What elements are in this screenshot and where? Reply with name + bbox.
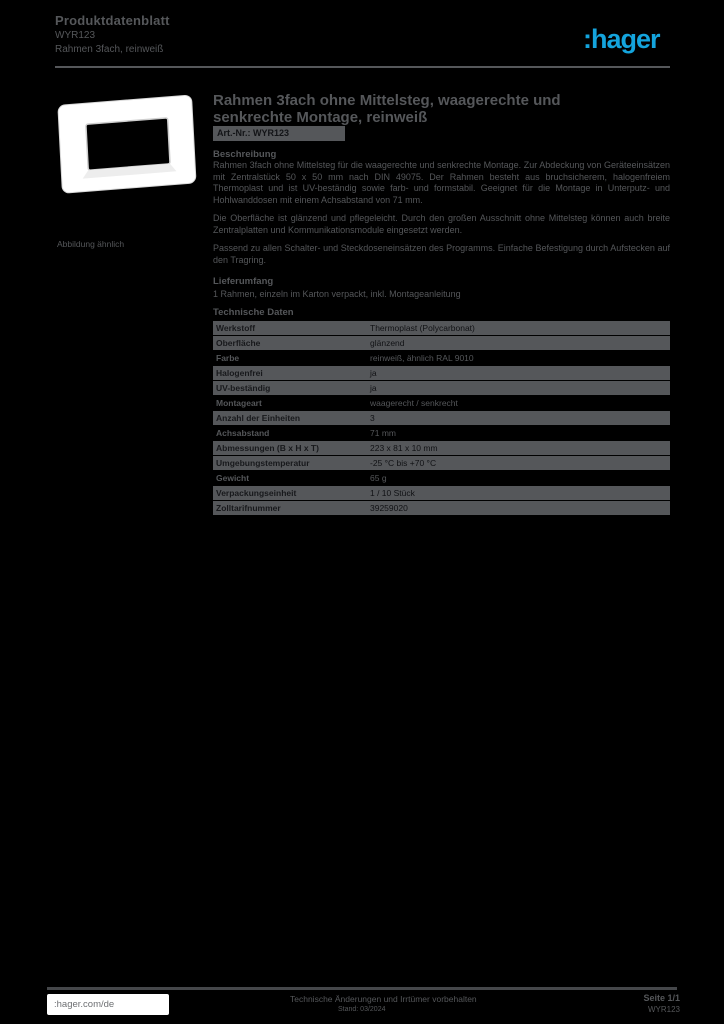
table-row: Halogenfrei ja [213,366,670,380]
description-paragraph: Rahmen 3fach ohne Mittelsteg für die waa… [213,160,670,205]
table-row-key: Farbe [216,353,240,363]
table-row: Farbe reinweiß, ähnlich RAL 9010 [213,351,670,365]
table-row-key: Werkstoff [216,323,256,333]
table-row-value: waagerecht / senkrecht [370,398,458,408]
table-row-key: Zolltarifnummer [216,503,281,513]
table-row-key: Gewicht [216,473,250,483]
article-number-chip: Art.-Nr.: WYR123 [213,126,345,141]
table-row-value: 39259020 [370,503,408,513]
footer-website-link[interactable]: :hager.com/de [47,994,169,1015]
footer-page-block: Seite 1/1 WYR123 [618,992,680,1015]
table-row: Oberfläche glänzend [213,336,670,350]
table-row: Werkstoff Thermoplast (Polycarbonat) [213,321,670,335]
table-row-value: 1 / 10 Stück [370,488,415,498]
description-paragraph: Die Oberfläche ist glänzend und pflegele… [213,213,670,235]
table-row-key: Umgebungstemperatur [216,458,310,468]
image-caption: Abbildung ähnlich [57,239,125,249]
table-row-key: Achsabstand [216,428,270,438]
table-row: Abmessungen (B x H x T) 223 x 81 x 10 mm [213,441,670,455]
table-row-value: ja [370,383,377,393]
footer-divider [47,987,677,990]
table-row: Zolltarifnummer 39259020 [213,501,670,515]
table-row: Verpackungseinheit 1 / 10 Stück [213,486,670,500]
table-row-value: 3 [370,413,375,423]
header-product-short-name: Rahmen 3fach, reinweiß [55,44,164,55]
table-row-value: 223 x 81 x 10 mm [370,443,438,453]
table-row-value: -25 °C bis +70 °C [370,458,437,468]
technical-data-section-label: Technische Daten [213,307,294,318]
table-row-key: Anzahl der Einheiten [216,413,301,423]
table-row: UV-beständig ja [213,381,670,395]
table-row-key: UV-beständig [216,383,271,393]
footer-disclaimer: Technische Änderungen und Irrtümer vorbe… [290,994,477,1004]
table-row-value: glänzend [370,338,405,348]
table-row-value: reinweiß, ähnlich RAL 9010 [370,353,474,363]
table-row: Anzahl der Einheiten 3 [213,411,670,425]
table-row-value: 65 g [370,473,387,483]
description-paragraphs: Rahmen 3fach ohne Mittelsteg für die waa… [213,160,670,273]
technical-data-table: Werkstoff Thermoplast (Polycarbonat) Obe… [213,321,670,516]
cover-frame-illustration [57,94,197,194]
table-row-key: Montageart [216,398,262,408]
header-article-number: WYR123 [55,30,96,41]
header-divider [55,66,670,68]
table-row-key: Verpackungseinheit [216,488,297,498]
table-row-key: Abmessungen (B x H x T) [216,443,319,453]
table-row-key: Halogenfrei [216,368,263,378]
header-doc-type: Produktdatenblatt [55,13,170,28]
footer-reference: WYR123 [647,1005,680,1014]
footer-page-number: Seite 1/1 [643,993,680,1003]
table-row-key: Oberfläche [216,338,261,348]
table-row: Gewicht 65 g [213,471,670,485]
footer-date: Stand: 03/2024 [338,1006,386,1013]
description-paragraph: Passend zu allen Schalter- und Steckdose… [213,243,670,265]
table-row-value: Thermoplast (Polycarbonat) [370,323,475,333]
table-row: Umgebungstemperatur -25 °C bis +70 °C [213,456,670,470]
table-row: Montageart waagerecht / senkrecht [213,396,670,410]
table-row-value: ja [370,368,377,378]
delivery-section-label: Lieferumfang [213,276,274,287]
table-row-value: 71 mm [370,428,396,438]
hager-logo: :hager [583,24,661,54]
product-image [55,93,200,203]
page-title: Rahmen 3fach ohne Mittelsteg, waagerecht… [213,92,561,126]
table-row: Achsabstand 71 mm [213,426,670,440]
description-section-label: Beschreibung [213,149,277,160]
delivery-value: 1 Rahmen, einzeln im Karton verpackt, in… [213,289,461,299]
